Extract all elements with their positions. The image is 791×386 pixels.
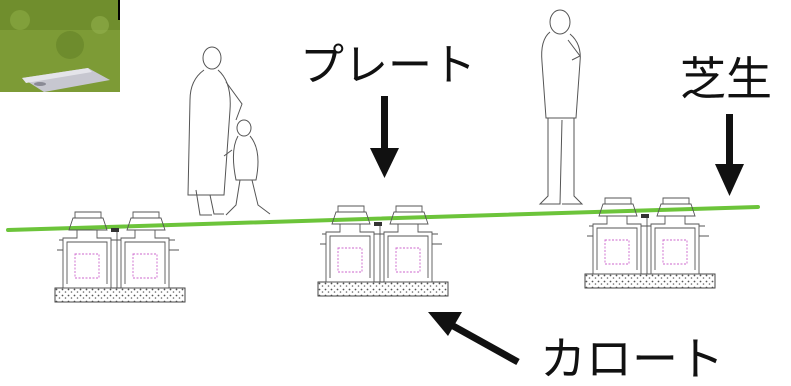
arrow-up-left-icon	[428, 312, 520, 366]
standing-person-figure	[538, 9, 584, 205]
arrow-down-icon	[715, 114, 744, 196]
grass-photo-art	[0, 0, 120, 92]
grass-line	[6, 205, 760, 232]
plate-label: プレート	[300, 40, 476, 91]
grass-photo	[0, 0, 120, 92]
karoto-label: カロート	[540, 332, 724, 386]
arrow-down-icon	[370, 96, 399, 178]
grass-label: 芝生	[680, 52, 772, 106]
woman-with-child-figure	[187, 46, 271, 216]
